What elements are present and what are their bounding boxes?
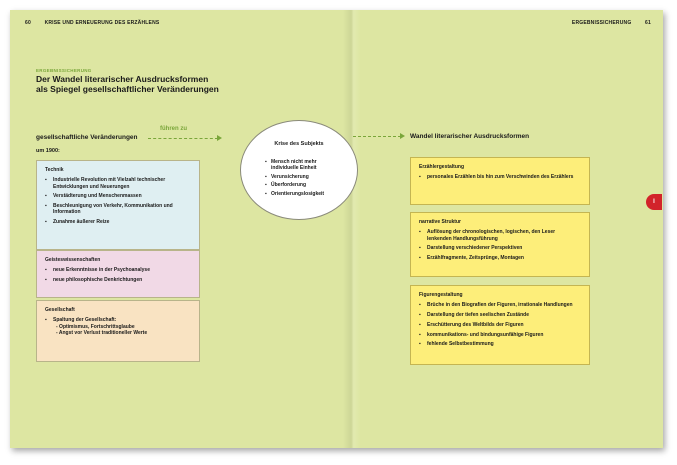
- list-item: kommunikations- und bindungsunfähige Fig…: [419, 332, 581, 339]
- struktur-title: narrative Struktur: [419, 219, 461, 225]
- list-item: Verunsicherung: [265, 174, 341, 180]
- list-item: Beschleunigung von Verkehr, Kommunikatio…: [45, 203, 191, 216]
- book-spread: 60 KRISE UND ERNEUERUNG DES ERZÄHLENS ER…: [10, 10, 663, 448]
- list-item: Erschütterung des Weltbilds der Figuren: [419, 322, 581, 329]
- narrative-struktur-box: narrative Struktur Auflösung der chronol…: [410, 212, 590, 277]
- right-arrow-head: [400, 133, 405, 139]
- list-item: Auflösung der chronologischen, logischen…: [419, 229, 581, 242]
- arrow-label: führen zu: [160, 126, 187, 132]
- left-page-number: 60: [25, 20, 31, 26]
- circle-title: Krise des Subjekts: [274, 141, 324, 147]
- list-item: fehlende Selbstbestimmung: [419, 341, 581, 348]
- list-item: Spaltung der Gesellschaft: - Optimismus,…: [45, 317, 191, 336]
- era-label: um 1900:: [36, 148, 60, 154]
- chapter-tab[interactable]: I: [646, 194, 662, 210]
- left-arrow-head: [217, 135, 222, 141]
- list-item: Überforderung: [265, 182, 341, 188]
- list-item: personales Erzählen bis hin zum Verschwi…: [419, 174, 581, 181]
- page-title: Der Wandel literarischer Ausdrucksformen…: [36, 74, 256, 94]
- left-arrow-line: [148, 138, 218, 139]
- technik-title: Technik: [45, 167, 64, 173]
- title-line-2: als Spiegel gesellschaftlicher Veränderu…: [36, 84, 219, 94]
- list-item: Orientierungslosigkeit: [265, 191, 341, 197]
- list-item: Industrielle Revolution mit Vielzahl tec…: [45, 177, 191, 190]
- list-item: neue philosophische Denkrichtungen: [45, 277, 191, 284]
- list-item: Darstellung der tiefen seelischen Zustän…: [419, 312, 581, 319]
- list-item: Erzählfragmente, Zeitsprünge, Montagen: [419, 255, 581, 262]
- right-arrow-line: [353, 136, 401, 137]
- technik-box: Technik Industrielle Revolution mit Viel…: [36, 160, 200, 250]
- list-item: Darstellung verschiedener Perspektiven: [419, 245, 581, 252]
- sub-item: - Angst vor Verlust traditioneller Werte: [56, 329, 148, 336]
- left-running-title: KRISE UND ERNEUERUNG DES ERZÄHLENS: [44, 20, 160, 26]
- figurengestaltung-box: Figurengestaltung Brüche in den Biografi…: [410, 285, 590, 365]
- list-item: neue Erkenntnisse in der Psychoanalyse: [45, 267, 191, 274]
- gesellschaft-title: Gesellschaft: [45, 307, 75, 313]
- right-page-number: 61: [645, 20, 651, 26]
- erzaehler-title: Erzählergestaltung: [419, 164, 465, 170]
- krise-circle: Krise des Subjekts Mensch nicht mehr ind…: [240, 120, 358, 220]
- gesellschaft-box: Gesellschaft Spaltung der Gesellschaft: …: [36, 300, 200, 362]
- left-page-header: 60 KRISE UND ERNEUERUNG DES ERZÄHLENS: [25, 20, 159, 26]
- figuren-title: Figurengestaltung: [419, 292, 463, 298]
- right-heading: Wandel literarischer Ausdrucksformen: [410, 133, 530, 140]
- list-item: Verstädterung und Menschenmassen: [45, 193, 191, 200]
- list-item: Zunahme äußerer Reize: [45, 219, 191, 226]
- geisteswissenschaften-box: Geisteswissenschaften neue Erkenntnisse …: [36, 250, 200, 298]
- list-item: Brüche in den Biografien der Figuren, ir…: [419, 302, 581, 309]
- geist-title: Geisteswissenschaften: [45, 257, 101, 263]
- left-heading: gesellschaftliche Veränderungen: [36, 134, 138, 141]
- gesellschaft-item: Spaltung der Gesellschaft:: [53, 317, 117, 324]
- title-line-1: Der Wandel literarischer Ausdrucksformen: [36, 74, 209, 84]
- erzaehlergestaltung-box: Erzählergestaltung personales Erzählen b…: [410, 157, 590, 205]
- right-running-title: ERGEBNISSICHERUNG: [571, 20, 632, 26]
- section-label: ERGEBNISSICHERUNG: [36, 68, 92, 73]
- book-gutter: [343, 10, 361, 448]
- sub-item: - Optimismus, Fortschrittsglaube: [56, 323, 135, 330]
- list-item: Mensch nicht mehr individuelle Einheit: [265, 159, 341, 171]
- right-page-header: ERGEBNISSICHERUNG 61: [572, 20, 651, 26]
